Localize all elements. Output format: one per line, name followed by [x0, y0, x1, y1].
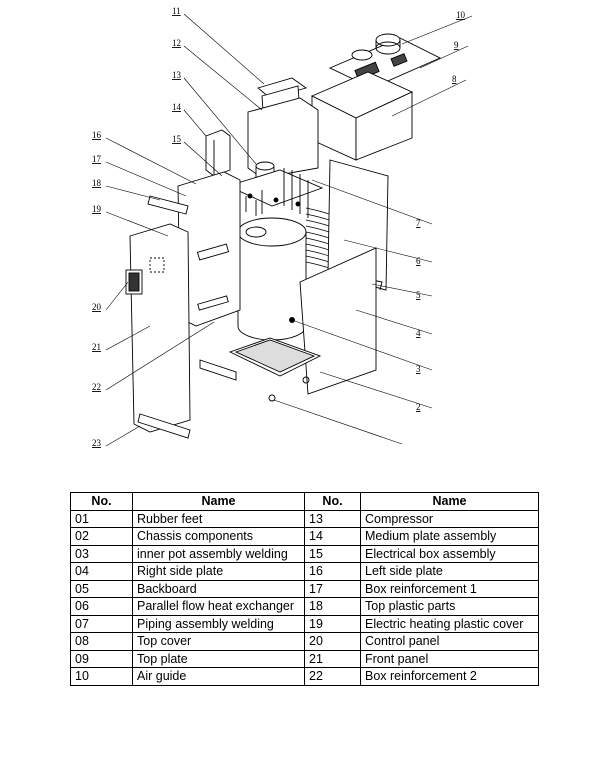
cell-no: 21 [304, 649, 361, 668]
cell-name: Parallel flow heat exchanger [132, 597, 305, 616]
cell-name: Right side plate [132, 562, 305, 581]
part-top-assembly [310, 33, 442, 161]
callout-21: 21 [92, 342, 101, 352]
cell-no: 17 [304, 579, 361, 598]
cell-name: Electrical box assembly [360, 544, 539, 563]
cell-no: 16 [304, 562, 361, 581]
cell-no: 22 [304, 667, 361, 686]
callout-6: 6 [416, 256, 421, 266]
callout-14: 14 [172, 102, 182, 112]
cell-name: Backboard [132, 579, 305, 598]
cell-no: 18 [304, 597, 361, 616]
part-medium-plate [205, 77, 319, 179]
cell-no: 02 [70, 527, 133, 546]
callout-16: 16 [92, 130, 102, 140]
part-tank [237, 159, 389, 341]
cell-no: 08 [70, 632, 133, 651]
cell-no: 04 [70, 562, 133, 581]
cell-name: Top plate [132, 649, 305, 668]
cell-name: Control panel [360, 632, 539, 651]
callout-7: 7 [416, 218, 421, 228]
cell-no: 03 [70, 544, 133, 563]
cell-no: 10 [70, 667, 133, 686]
cell-name: Top plastic parts [360, 597, 539, 616]
callout-4: 4 [416, 328, 421, 338]
callout-20: 20 [92, 302, 102, 312]
callout-19: 19 [92, 204, 102, 214]
cell-no: 15 [304, 544, 361, 563]
parts-list-table: No. Name No. Name 01 Rubber feet 13 Comp… [70, 492, 539, 686]
table-row: 01 Rubber feet 13 Compressor [70, 509, 539, 528]
exploded-view-diagram: 11 12 13 14 15 16 17 18 19 20 21 22 23 1… [92, 6, 473, 448]
cell-no: 09 [70, 649, 133, 668]
callout-12: 12 [172, 38, 181, 48]
table-header-row: No. Name No. Name [70, 492, 539, 511]
table-row: 09 Top plate 21 Front panel [70, 649, 539, 668]
callout-8: 8 [452, 74, 457, 84]
header-name: Name [132, 492, 305, 511]
callout-5: 5 [416, 290, 421, 300]
cell-name: Top cover [132, 632, 305, 651]
callout-3: 3 [416, 364, 421, 374]
cell-name: Air guide [132, 667, 305, 686]
callout-13: 13 [172, 70, 182, 80]
callout-9: 9 [454, 40, 459, 50]
cell-no: 14 [304, 527, 361, 546]
cell-name: inner pot assembly welding [132, 544, 305, 563]
cell-name: Box reinforcement 1 [360, 579, 539, 598]
cell-name: Box reinforcement 2 [360, 667, 539, 686]
cell-no: 13 [304, 509, 361, 528]
header-no: No. [304, 492, 361, 511]
callout-10: 10 [456, 10, 466, 20]
callout-2: 2 [416, 402, 421, 412]
table-row: 05 Backboard 17 Box reinforcement 1 [70, 579, 539, 598]
table-row: 04 Right side plate 16 Left side plate [70, 562, 539, 581]
table-row: 02 Chassis components 14 Medium plate as… [70, 527, 539, 546]
cell-no: 01 [70, 509, 133, 528]
part-side-plates [125, 171, 377, 439]
cell-name: Electric heating plastic cover [360, 614, 539, 633]
header-no: No. [70, 492, 133, 511]
callout-18: 18 [92, 178, 102, 188]
cell-no: 07 [70, 614, 133, 633]
callout-11: 11 [172, 6, 181, 16]
cell-no: 20 [304, 632, 361, 651]
cell-no: 06 [70, 597, 133, 616]
header-name: Name [360, 492, 539, 511]
callout-22: 22 [92, 382, 101, 392]
cell-no: 19 [304, 614, 361, 633]
cell-name: Rubber feet [132, 509, 305, 528]
callout-labels: 11 12 13 14 15 16 17 18 19 20 21 22 23 1… [92, 6, 466, 448]
callout-23: 23 [92, 438, 102, 448]
cell-name: Compressor [360, 509, 539, 528]
callout-15: 15 [172, 134, 182, 144]
callout-leader-lines [105, 13, 473, 447]
table-row: 07 Piping assembly welding 19 Electric h… [70, 614, 539, 633]
cell-name: Medium plate assembly [360, 527, 539, 546]
table-row: 06 Parallel flow heat exchanger 18 Top p… [70, 597, 539, 616]
table-row: 03 inner pot assembly welding 15 Electri… [70, 544, 539, 563]
cell-name: Front panel [360, 649, 539, 668]
cell-name: Piping assembly welding [132, 614, 305, 633]
table-row: 10 Air guide 22 Box reinforcement 2 [70, 667, 539, 686]
table-row: 08 Top cover 20 Control panel [70, 632, 539, 651]
cell-name: Left side plate [360, 562, 539, 581]
cell-name: Chassis components [132, 527, 305, 546]
part-chassis-top-piping [226, 161, 324, 218]
callout-17: 17 [92, 154, 102, 164]
cell-no: 05 [70, 579, 133, 598]
